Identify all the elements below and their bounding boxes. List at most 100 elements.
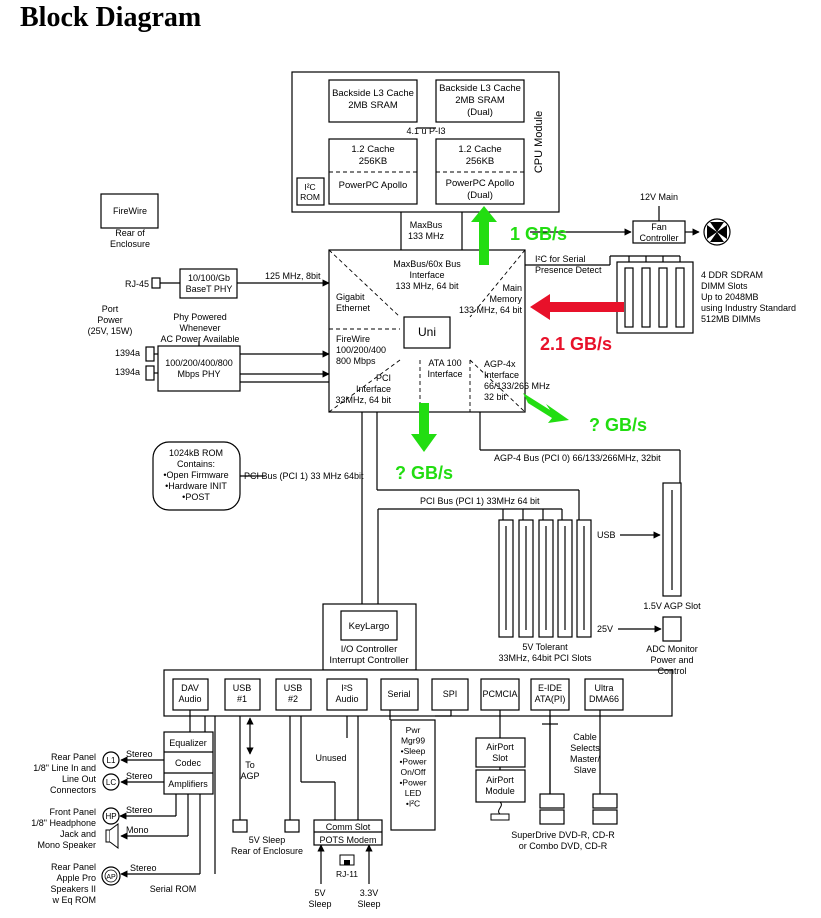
usb1-box[interactable]: [224, 678, 261, 711]
serial-box[interactable]: [380, 678, 419, 711]
drive-2: [539, 809, 565, 825]
label-stereo-2: Stereo: [126, 771, 153, 781]
usb-port-1: [232, 819, 248, 833]
lc-jack: [102, 773, 120, 791]
label-ppc-1: PowerPC Apollo: [339, 180, 408, 191]
i2s-audio-box[interactable]: [326, 678, 368, 711]
label-pi3: 4.1 u P-I3: [406, 126, 445, 136]
eide-box[interactable]: [530, 678, 570, 711]
label-lc: LC: [106, 778, 116, 787]
airport-slot-box: [475, 737, 526, 768]
label-stereo-4: Stereo: [130, 863, 157, 873]
l3-cache-box-2: [435, 79, 525, 123]
rj11-icon: [339, 854, 355, 866]
label-agp-bus: AGP-4 Bus (PCI 0) 66/133/266MHz, 32bit: [494, 453, 661, 463]
dav-audio-box[interactable]: [172, 678, 209, 711]
label-codec: Codec: [175, 758, 202, 768]
keylargo-box: [340, 610, 398, 641]
label-firewire: FireWire: [113, 206, 147, 216]
label-mono: Mono: [126, 825, 149, 835]
spi-box[interactable]: [431, 678, 469, 711]
throughput-annotations: 1 GB/s 2.1 GB/s ? GB/s ? GB/s: [395, 206, 647, 483]
drive-4: [592, 809, 618, 825]
pci-slots: [498, 519, 592, 638]
ultra-dma-box[interactable]: [584, 678, 624, 711]
label-rj11: RJ-11: [336, 869, 358, 879]
adc-box: [662, 616, 682, 642]
label-eth-bus: 125 MHz, 8bit: [265, 271, 321, 281]
label-ppc-2: PowerPC Apollo(Dual): [446, 178, 515, 201]
annotation-gbs-q1: ? GB/s: [395, 463, 453, 483]
speaker-icon: [105, 823, 119, 849]
label-twelve-v: 12V Main: [640, 192, 678, 202]
dimm-slot-1: [624, 267, 634, 328]
uni-chip-box: [403, 316, 451, 349]
label-amplifiers: Amplifiers: [168, 779, 208, 789]
arrow-1gbs: [471, 206, 497, 265]
label-stereo-3: Stereo: [126, 805, 153, 815]
annotation-gbs-21: 2.1 GB/s: [540, 334, 612, 354]
label-spi: SPI: [443, 689, 458, 699]
label-pci-bus-2: PCI Bus (PCI 1) 33MHz 64 bit: [420, 496, 540, 506]
arrow-21gbs: [530, 294, 624, 320]
label-rj45: RJ-45: [125, 279, 149, 289]
label-v25: 25V: [597, 624, 613, 634]
label-uni: Uni: [418, 325, 436, 339]
label-cpu-module: CPU Module: [533, 111, 545, 173]
label-pcmcia: PCMCIA: [482, 689, 517, 699]
label-pci-bus-1: PCI Bus (PCI 1) 33 MHz 64bit: [244, 471, 364, 481]
annotation-gbs-q2: ? GB/s: [589, 415, 647, 435]
annotation-gbs-1: 1 GB/s: [510, 224, 567, 244]
label-usb2: USB#2: [284, 683, 303, 704]
label-l1: L1: [107, 756, 116, 765]
pwr-mgr-box: [390, 719, 436, 831]
label-usb: USB: [597, 530, 616, 540]
label-comm-slot: Comm Slot: [326, 822, 371, 832]
label-hp: HP: [105, 812, 116, 821]
drive-1: [539, 793, 565, 809]
dimm-slot-2: [641, 267, 651, 328]
l1-jack: [102, 751, 120, 769]
page-title: Block Diagram: [20, 2, 202, 33]
label-equalizer: Equalizer: [169, 738, 207, 748]
firewire-box: [100, 193, 159, 229]
drive-3: [592, 793, 618, 809]
hp-jack: [102, 807, 120, 825]
dimm-slot-4: [675, 267, 685, 328]
label-serial-rom: Serial ROM: [150, 884, 197, 894]
usb2-box[interactable]: [275, 678, 312, 711]
label-usb1: USB#1: [233, 683, 252, 704]
usb-port-2: [284, 819, 300, 833]
